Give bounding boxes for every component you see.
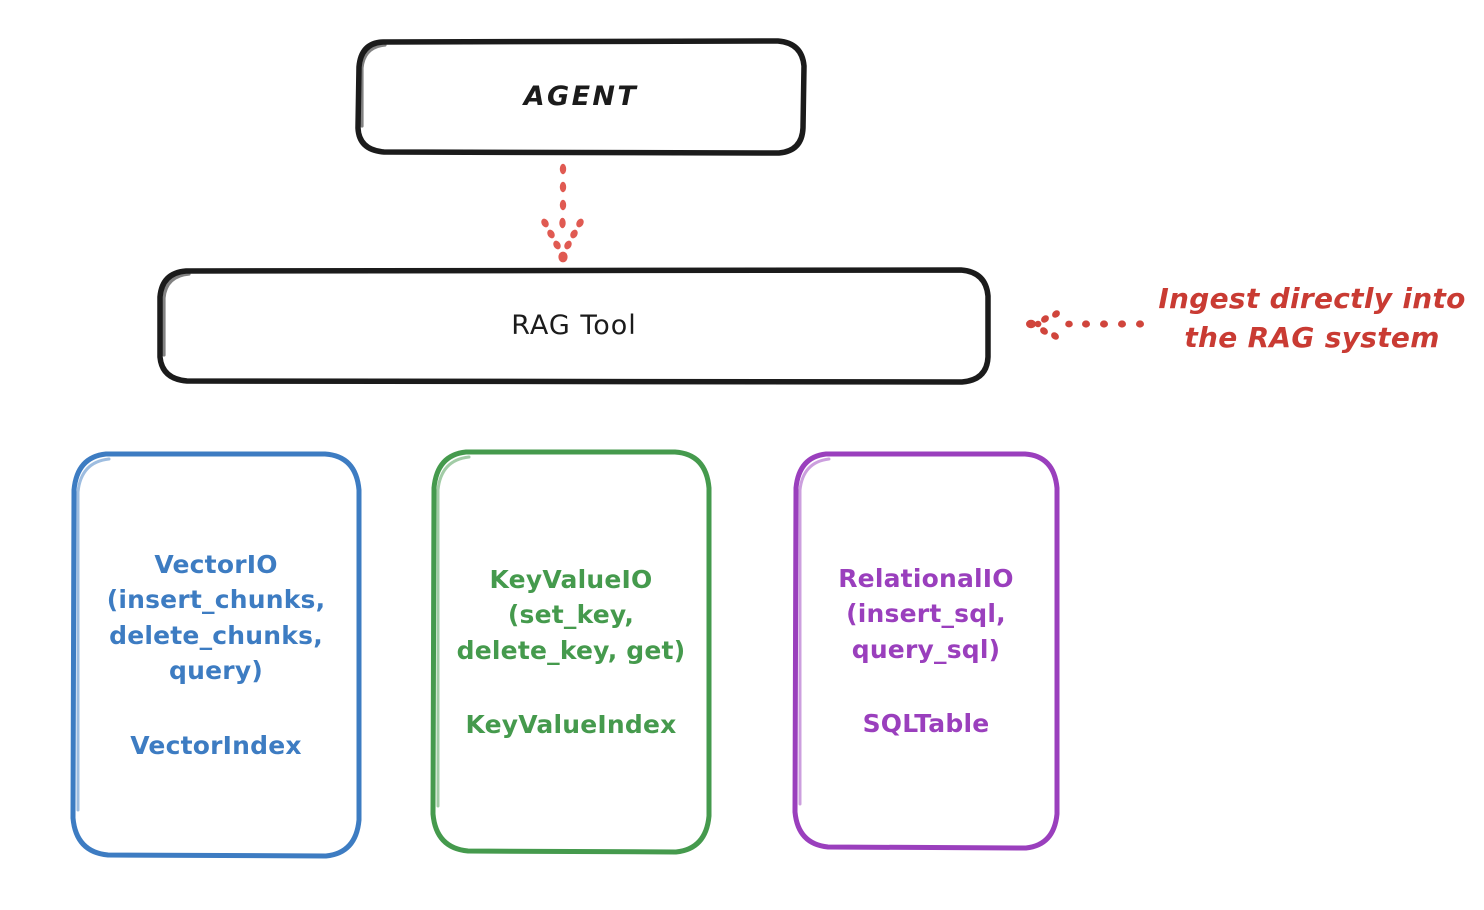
relational-io-text: RelationalIO (insert_sql, query_sql) SQL… [838,525,1014,777]
arrow-agent-to-rag-tool [541,163,584,263]
node-rag-tool[interactable]: RAG Tool [156,267,992,385]
node-key-value-io[interactable]: KeyValueIO (set_key, delete_key, get) Ke… [428,448,714,856]
vector-io-text: VectorIO (insert_chunks, delete_chunks, … [107,511,326,798]
rag-tool-label: RAG Tool [511,310,637,342]
key-value-io-api: KeyValueIO (set_key, delete_key, get) [456,564,686,665]
node-vector-io[interactable]: VectorIO (insert_chunks, delete_chunks, … [68,450,364,860]
annotation-ingest-note: Ingest directly into the RAG system [1158,282,1466,355]
key-value-io-resource: KeyValueIndex [465,709,677,739]
node-relational-io[interactable]: RelationalIO (insert_sql, query_sql) SQL… [790,450,1062,852]
agent-label: AGENT [523,81,639,113]
relational-io-resource: SQLTable [862,708,990,738]
relational-io-api: RelationalIO (insert_sql, query_sql) [838,563,1014,664]
node-agent[interactable]: AGENT [355,38,807,156]
key-value-io-text: KeyValueIO (set_key, delete_key, get) Ke… [457,526,686,778]
arrow-ingest-into-rag-tool [1026,310,1144,340]
vector-io-resource: VectorIndex [130,730,302,760]
vector-io-api: VectorIO (insert_chunks, delete_chunks, … [106,549,326,686]
